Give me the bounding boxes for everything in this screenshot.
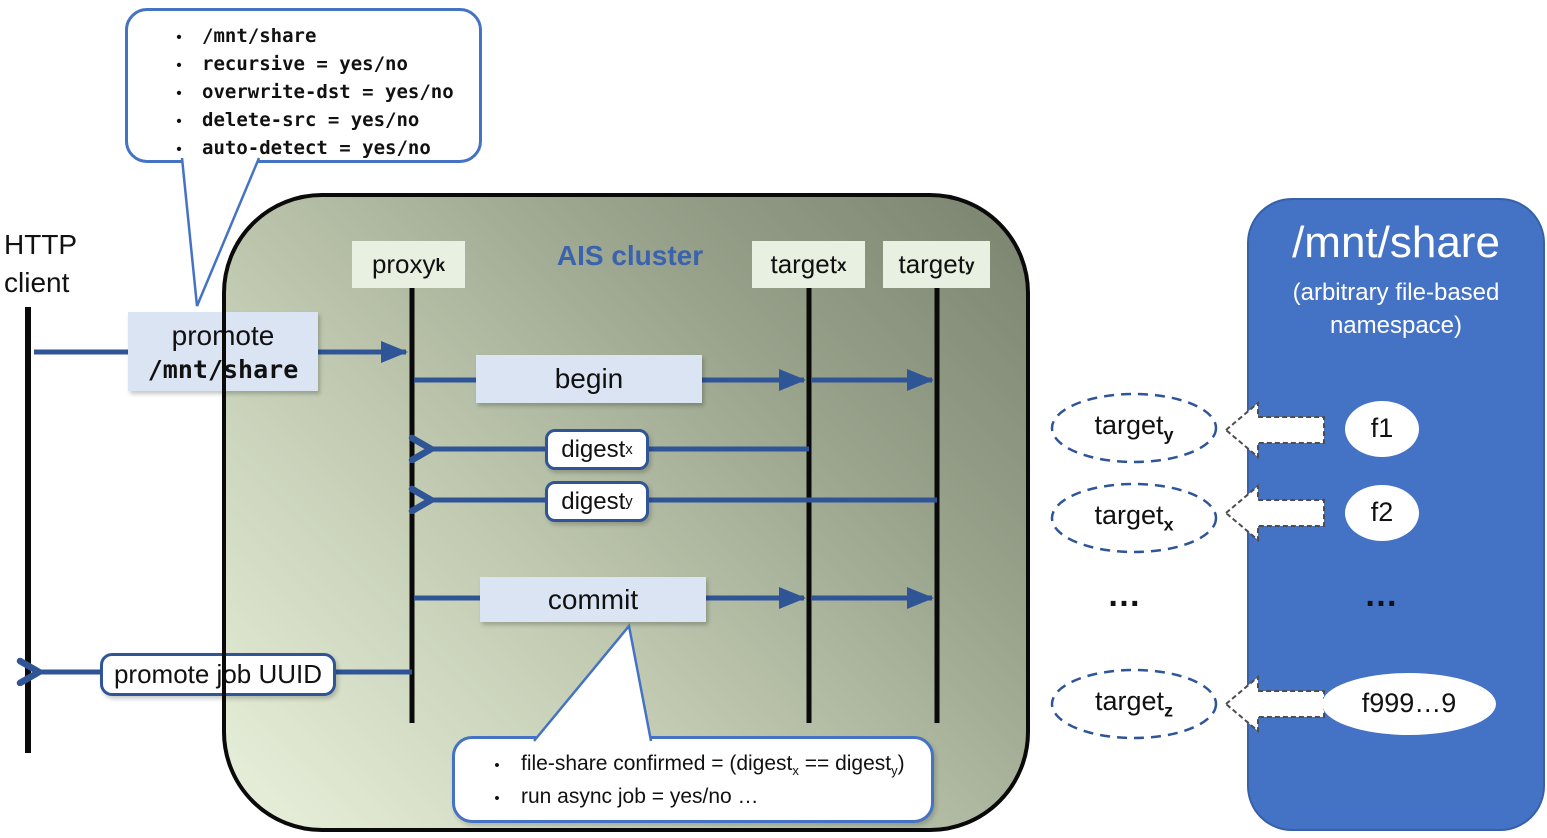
option-item: • /mnt/share bbox=[156, 25, 479, 53]
option-item: • auto-detect = yes/no bbox=[156, 137, 479, 165]
item1-part3: ) bbox=[897, 752, 905, 775]
item1-sub1: x bbox=[792, 763, 799, 779]
target-y-ellipse-label: targety bbox=[1051, 410, 1217, 445]
option-item: • recursive = yes/no bbox=[156, 53, 479, 81]
commit-callout-item: • file-share confirmed = (digestx == dig… bbox=[473, 752, 931, 785]
proxy-label-text: proxy bbox=[371, 249, 436, 279]
targets-ellipsis: … bbox=[1107, 576, 1143, 614]
bullet-icon: • bbox=[176, 113, 182, 130]
target-z-ellipse-subscript: z bbox=[1164, 700, 1173, 721]
file-f1-label: f1 bbox=[1370, 413, 1394, 443]
target-y-label-text: target bbox=[898, 249, 965, 279]
begin-message-text: begin bbox=[554, 363, 624, 394]
share-panel-title: /mnt/share bbox=[1292, 218, 1500, 267]
target-x-ellipse-subscript: x bbox=[1163, 514, 1174, 535]
promote-job-uuid-box: promote job UUID bbox=[100, 653, 336, 696]
promote-message-line1: promote bbox=[171, 319, 275, 351]
bullet-icon: • bbox=[494, 790, 500, 807]
target-z-ellipse-label: targetz bbox=[1051, 686, 1217, 721]
commit-message-text: commit bbox=[547, 583, 639, 615]
promote-message-line2: /mnt/share bbox=[147, 354, 299, 384]
option-text: overwrite-dst = yes/no bbox=[202, 81, 454, 103]
item1-part2: == digest bbox=[798, 752, 892, 775]
item1-part1: file-share confirmed = (digest bbox=[521, 752, 793, 775]
begin-message-box: begin bbox=[476, 355, 702, 403]
target-y-ellipse-subscript: y bbox=[1163, 424, 1174, 445]
http-client-line2: client bbox=[4, 267, 70, 298]
digest-y-text: digest bbox=[561, 487, 626, 515]
promote-job-uuid-text: promote job UUID bbox=[113, 659, 323, 689]
commit-callout-item1-text: file-share confirmed = (digestx == diges… bbox=[521, 752, 905, 779]
target-x-label-text: target bbox=[770, 249, 837, 279]
promote-message-box: promote /mnt/share bbox=[128, 312, 318, 391]
file-f999-label: f999…9 bbox=[1361, 688, 1457, 718]
commit-callout-item: • run async job = yes/no … bbox=[473, 785, 931, 818]
option-text: /mnt/share bbox=[202, 25, 317, 47]
file-f2-label: f2 bbox=[1370, 497, 1394, 527]
target-z-ellipse-text: target bbox=[1095, 686, 1165, 716]
share-panel-subtitle-line2: namespace) bbox=[1329, 312, 1463, 339]
bullet-icon: • bbox=[176, 85, 182, 102]
target-x-ellipse-label: targetx bbox=[1051, 500, 1217, 535]
option-text: recursive = yes/no bbox=[202, 53, 408, 75]
digest-x-text: digest bbox=[561, 435, 626, 463]
files-ellipsis: … bbox=[1364, 576, 1400, 614]
promote-options-callout: • /mnt/share • recursive = yes/no • overwri… bbox=[125, 8, 482, 163]
option-item: • overwrite-dst = yes/no bbox=[156, 81, 479, 109]
commit-callout-item2-text: run async job = yes/no … bbox=[521, 785, 759, 808]
ais-cluster-title: AIS cluster bbox=[556, 240, 704, 271]
option-text: auto-detect = yes/no bbox=[202, 137, 431, 159]
target-x-ellipse-text: target bbox=[1094, 500, 1164, 530]
bullet-icon: • bbox=[494, 757, 500, 774]
target-y-ellipse-text: target bbox=[1094, 410, 1164, 440]
commit-details-callout: • file-share confirmed = (digestx == dig… bbox=[452, 736, 934, 823]
option-text: delete-src = yes/no bbox=[202, 109, 420, 131]
bullet-icon: • bbox=[176, 141, 182, 158]
bullet-icon: • bbox=[176, 57, 182, 74]
commit-message-box: commit bbox=[480, 577, 706, 622]
option-item: • delete-src = yes/no bbox=[156, 109, 479, 137]
share-panel-subtitle-line1: (arbitrary file-based bbox=[1292, 279, 1500, 306]
share-panel-subtitle: (arbitrary file-based namespace) bbox=[1247, 276, 1545, 342]
http-client-line1: HTTP bbox=[4, 229, 78, 260]
http-client-label: HTTP client bbox=[4, 226, 114, 302]
item1-sub2: y bbox=[891, 763, 898, 779]
bullet-icon: • bbox=[176, 29, 182, 46]
